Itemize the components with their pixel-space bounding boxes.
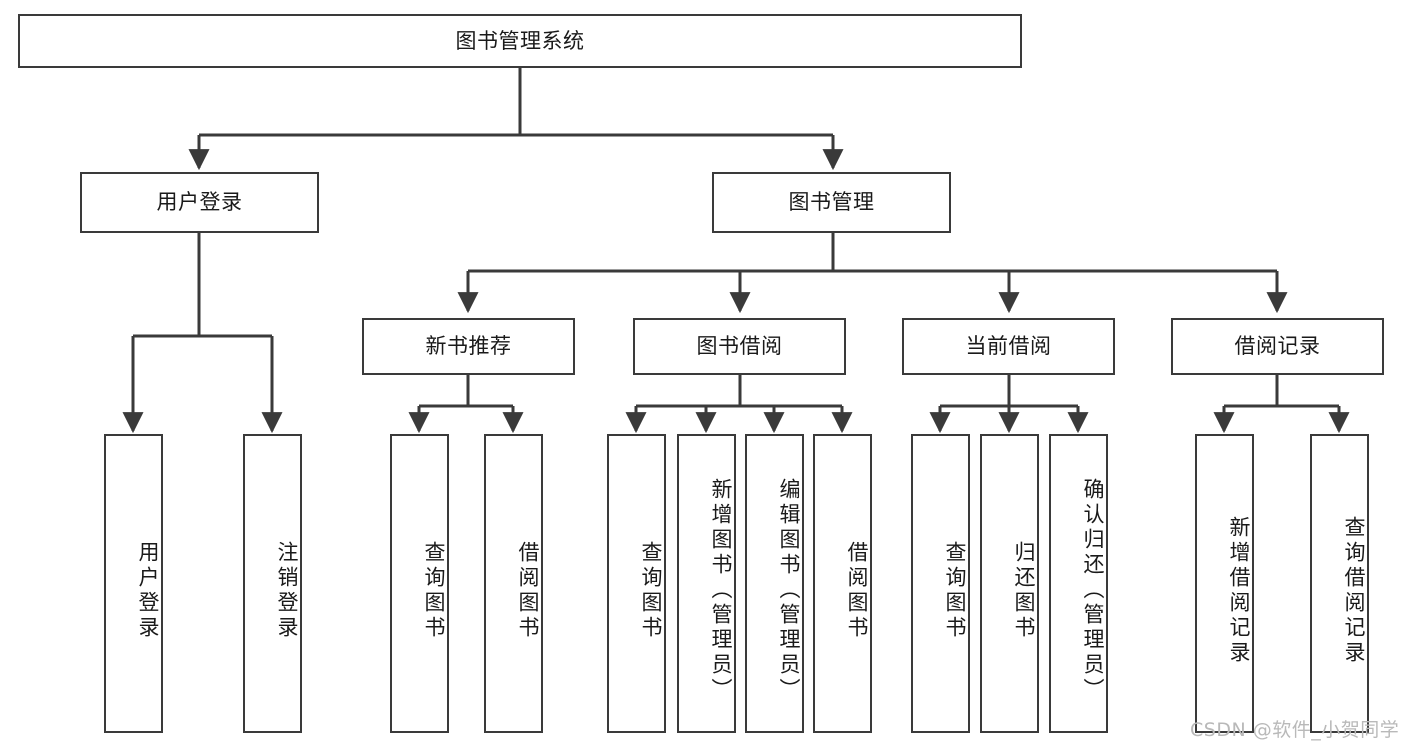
node-label: 查询借阅记录 bbox=[1342, 515, 1366, 666]
csdn-watermark: CSDN @软件_小贺同学 bbox=[1190, 719, 1400, 741]
node-label: 借阅图书 bbox=[516, 540, 540, 641]
node-root-book-management-system[interactable]: 图书管理系统 bbox=[18, 14, 1022, 68]
node-label: 借阅记录 bbox=[1234, 334, 1321, 359]
node-label: 图书借阅 bbox=[696, 334, 783, 359]
node-current-borrow[interactable]: 当前借阅 bbox=[902, 318, 1115, 375]
node-label: 借阅图书 bbox=[845, 540, 869, 641]
node-book-borrow[interactable]: 图书借阅 bbox=[633, 318, 846, 375]
leaf-book-borrow-borrow[interactable]: 借阅图书 bbox=[813, 434, 872, 733]
node-label: 新增借阅记录 bbox=[1227, 515, 1251, 666]
node-label: 用户登录 bbox=[156, 190, 243, 215]
leaf-borrow-record-add[interactable]: 新增借阅记录 bbox=[1195, 434, 1254, 733]
node-label: 用户登录 bbox=[136, 540, 160, 641]
leaf-book-borrow-query[interactable]: 查询图书 bbox=[607, 434, 666, 733]
node-label: 注销登录 bbox=[275, 540, 299, 641]
leaf-new-book-query[interactable]: 查询图书 bbox=[390, 434, 449, 733]
node-new-book-recommend[interactable]: 新书推荐 bbox=[362, 318, 575, 375]
node-label: 归还图书 bbox=[1012, 540, 1036, 641]
leaf-current-borrow-query[interactable]: 查询图书 bbox=[911, 434, 970, 733]
node-book-management[interactable]: 图书管理 bbox=[712, 172, 951, 233]
node-label: 查询图书 bbox=[422, 540, 446, 641]
node-label: 图书管理系统 bbox=[455, 28, 585, 53]
node-borrow-record[interactable]: 借阅记录 bbox=[1171, 318, 1384, 375]
node-user-login[interactable]: 用户登录 bbox=[80, 172, 319, 233]
node-label: 新增图书（管理员） bbox=[709, 478, 733, 703]
node-label: 新书推荐 bbox=[425, 334, 512, 359]
leaf-borrow-record-query[interactable]: 查询借阅记录 bbox=[1310, 434, 1369, 733]
node-label: 编辑图书（管理员） bbox=[777, 478, 801, 703]
leaf-current-borrow-confirm-return[interactable]: 确认归还（管理员） bbox=[1049, 434, 1108, 733]
leaf-new-book-borrow[interactable]: 借阅图书 bbox=[484, 434, 543, 733]
node-label: 确认归还（管理员） bbox=[1081, 478, 1105, 703]
leaf-user-login-login[interactable]: 用户登录 bbox=[104, 434, 163, 733]
leaf-user-login-logout[interactable]: 注销登录 bbox=[243, 434, 302, 733]
node-label: 查询图书 bbox=[943, 540, 967, 641]
leaf-book-borrow-add[interactable]: 新增图书（管理员） bbox=[677, 434, 736, 733]
leaf-book-borrow-edit[interactable]: 编辑图书（管理员） bbox=[745, 434, 804, 733]
node-label: 图书管理 bbox=[788, 190, 875, 215]
node-label: 当前借阅 bbox=[965, 334, 1052, 359]
leaf-current-borrow-return[interactable]: 归还图书 bbox=[980, 434, 1039, 733]
node-label: 查询图书 bbox=[639, 540, 663, 641]
